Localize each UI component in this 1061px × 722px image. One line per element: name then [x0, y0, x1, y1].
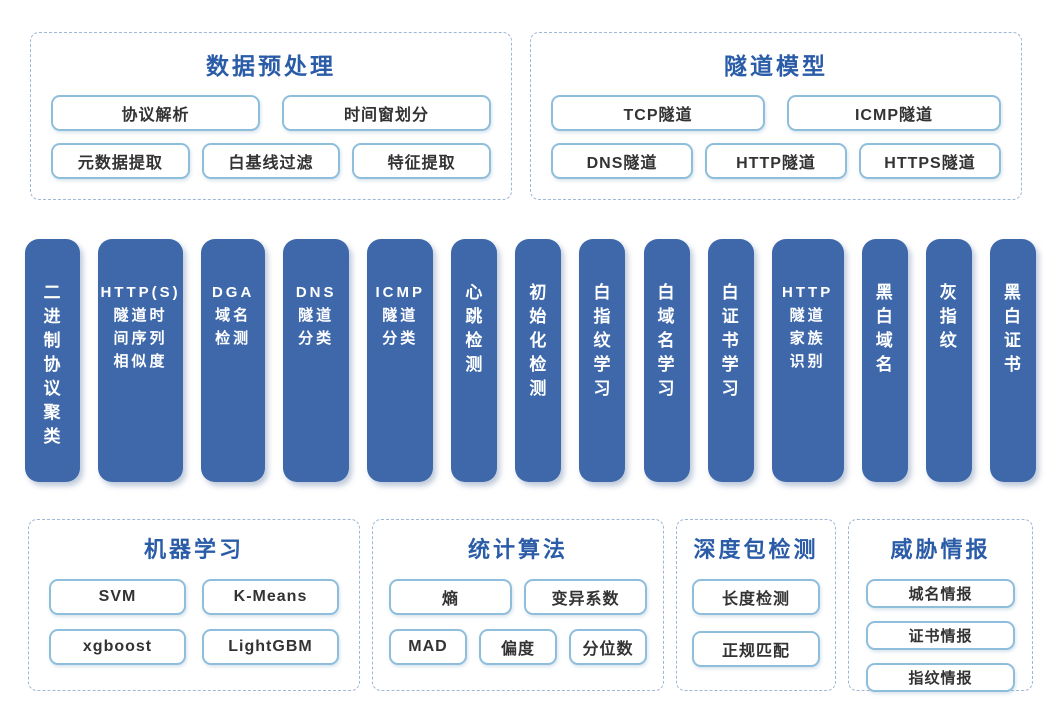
tunnel-model-item: TCP隧道	[551, 95, 765, 131]
statistics-panel-title: 统计算法	[467, 537, 568, 562]
pipeline-bar: HTTP 隧道 家族 识别	[771, 239, 844, 482]
pipeline-bar-label: 白 指 纹 学 习	[593, 283, 612, 398]
pipeline-bar-label: HTTP(S) 隧道时 间序列 相似度	[100, 284, 181, 370]
statistics-panel: 统计算法 熵 变异系数 MAD 偏度 分位数	[372, 519, 664, 691]
machine-learning-panel-title: 机器学习	[143, 537, 244, 562]
machine-learning-item: xgboost	[49, 629, 186, 665]
pipeline-bar: 心 跳 检 测	[451, 239, 498, 482]
pipeline-bar: DNS 隧道 分类	[283, 239, 350, 482]
dpi-item: 正规匹配	[692, 631, 820, 667]
deep-packet-inspection-panel: 深度包检测 长度检测 正规匹配	[676, 519, 836, 691]
top-row: 数据预处理 协议解析 时间窗划分 元数据提取 白基线过滤 特征提取 隧道模型 T…	[0, 0, 1061, 200]
threat-intel-item: 指纹情报	[866, 663, 1015, 692]
pipeline-bar-label: 黑 白 证 书	[1003, 283, 1022, 374]
pipeline-bar: 黑 白 证 书	[989, 239, 1036, 482]
pipeline-bar-label: 二 进 制 协 议 聚 类	[43, 283, 62, 446]
machine-learning-row: xgboost LightGBM	[49, 629, 339, 665]
tunnel-model-item: HTTP隧道	[705, 143, 847, 179]
threat-intelligence-panel-title: 威胁情报	[890, 537, 991, 562]
statistics-row: MAD 偏度 分位数	[389, 629, 647, 665]
statistics-row: 熵 变异系数	[389, 579, 647, 615]
pipeline-bar: 初 始 化 检 测	[515, 239, 562, 482]
machine-learning-item: LightGBM	[202, 629, 339, 665]
preprocessing-panel-title: 数据预处理	[206, 53, 336, 79]
pipeline-bar-label: HTTP 隧道 家族 识别	[782, 284, 834, 370]
threat-intelligence-panel: 威胁情报 城名情报 证书情报 指纹情报	[848, 519, 1033, 692]
pipeline-bar-label: DNS 隧道 分类	[295, 284, 337, 347]
pipeline-bar: ICMP 隧道 分类	[367, 239, 434, 482]
tunnel-model-row: DNS隧道 HTTP隧道 HTTPS隧道	[551, 143, 1001, 179]
statistics-item: 偏度	[479, 629, 557, 665]
bottom-row: 机器学习 SVM K-Means xgboost LightGBM 统计算法 熵…	[0, 519, 1061, 692]
threat-intel-row: 证书情报	[866, 621, 1015, 650]
deep-packet-inspection-panel-title: 深度包检测	[693, 537, 819, 562]
machine-learning-panel: 机器学习 SVM K-Means xgboost LightGBM	[28, 519, 360, 691]
statistics-item: 分位数	[569, 629, 647, 665]
preprocessing-row: 元数据提取 白基线过滤 特征提取	[51, 143, 492, 179]
pipeline-bar-label: 黑 白 域 名	[875, 283, 894, 374]
pipeline-bar: 白 域 名 学 习	[643, 239, 690, 482]
threat-intel-row: 城名情报	[866, 579, 1015, 608]
preprocessing-item: 时间窗划分	[282, 95, 491, 131]
threat-intel-row: 指纹情报	[866, 663, 1015, 692]
threat-intel-item: 证书情报	[866, 621, 1015, 650]
detection-bars-row: 二 进 制 协 议 聚 类 HTTP(S) 隧道时 间序列 相似度 DGA 域名…	[0, 239, 1061, 482]
pipeline-bar-label: 白 证 书 学 习	[721, 283, 740, 398]
pipeline-bar-label: 初 始 化 检 测	[529, 283, 548, 398]
tunnel-model-item: DNS隧道	[551, 143, 693, 179]
pipeline-bar: 白 指 纹 学 习	[579, 239, 626, 482]
pipeline-bar-label: 白 域 名 学 习	[657, 283, 676, 398]
threat-intel-item: 城名情报	[866, 579, 1015, 608]
preprocessing-item: 特征提取	[352, 143, 492, 179]
tunnel-model-row: TCP隧道 ICMP隧道	[551, 95, 1001, 131]
pipeline-bar: 白 证 书 学 习	[707, 239, 754, 482]
pipeline-bar-label: ICMP 隧道 分类	[375, 284, 425, 347]
machine-learning-row: SVM K-Means	[49, 579, 339, 615]
statistics-item: MAD	[389, 629, 467, 665]
preprocessing-panel: 数据预处理 协议解析 时间窗划分 元数据提取 白基线过滤 特征提取	[30, 32, 512, 200]
pipeline-bar: 黑 白 域 名	[861, 239, 908, 482]
machine-learning-item: K-Means	[202, 579, 339, 615]
dpi-row: 长度检测	[692, 579, 820, 615]
pipeline-bar-label: 灰 指 纹	[939, 283, 958, 350]
pipeline-bar: 灰 指 纹	[925, 239, 972, 482]
preprocessing-item: 白基线过滤	[201, 143, 341, 179]
statistics-item: 熵	[389, 579, 512, 615]
machine-learning-item: SVM	[49, 579, 186, 615]
statistics-item: 变异系数	[524, 579, 647, 615]
dpi-row: 正规匹配	[692, 631, 820, 667]
preprocessing-item: 协议解析	[51, 95, 260, 131]
pipeline-bar-label: DGA 域名 检测	[211, 284, 255, 347]
pipeline-bar-label: 心 跳 检 测	[465, 283, 484, 374]
preprocessing-row: 协议解析 时间窗划分	[51, 95, 491, 131]
dpi-item: 长度检测	[692, 579, 820, 615]
tunnel-model-item: HTTPS隧道	[859, 143, 1001, 179]
pipeline-bar: HTTP(S) 隧道时 间序列 相似度	[98, 239, 184, 482]
preprocessing-item: 元数据提取	[51, 143, 190, 179]
pipeline-bar: 二 进 制 协 议 聚 类	[25, 239, 80, 482]
tunnel-model-panel-title: 隧道模型	[724, 53, 828, 79]
tunnel-model-item: ICMP隧道	[787, 95, 1001, 131]
tunnel-model-panel: 隧道模型 TCP隧道 ICMP隧道 DNS隧道 HTTP隧道 HTTPS隧道	[530, 32, 1022, 200]
pipeline-bar: DGA 域名 检测	[201, 239, 266, 482]
